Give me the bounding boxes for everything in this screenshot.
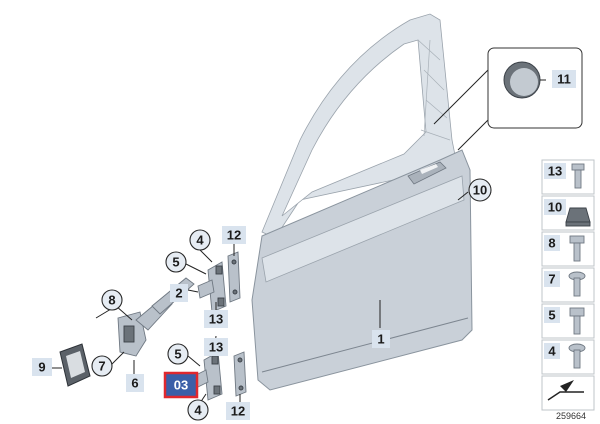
upper-hinge-plate[interactable] [227, 251, 241, 303]
svg-text:7: 7 [548, 272, 555, 287]
callout-13-lower[interactable]: 13 [204, 338, 228, 356]
callout-13-upper[interactable]: 13 [204, 310, 228, 328]
grommet-part[interactable] [503, 61, 541, 99]
callout-5-lower[interactable]: 5 [167, 343, 189, 365]
inset-detail [433, 47, 583, 151]
callout-10[interactable]: 10 [468, 178, 492, 202]
highlighted-callout[interactable]: 03 [163, 371, 199, 399]
svg-text:13: 13 [209, 340, 223, 355]
panel-arrow-icon[interactable] [547, 380, 584, 401]
svg-text:5: 5 [172, 255, 179, 270]
svg-text:9: 9 [38, 360, 45, 375]
svg-text:12: 12 [231, 404, 245, 419]
callout-4-lower[interactable]: 4 [187, 399, 209, 421]
callout-12-lower[interactable]: 12 [226, 402, 250, 420]
svg-text:4: 4 [194, 403, 202, 418]
panel-item-screw-4[interactable]: 4 [544, 343, 586, 369]
svg-text:12: 12 [227, 228, 241, 243]
upper-hinge[interactable] [197, 261, 227, 313]
panel-item-bolt-5[interactable]: 5 [544, 307, 585, 335]
diagram-number: 259664 [556, 411, 586, 421]
callout-12-upper[interactable]: 12 [222, 226, 246, 244]
svg-text:5: 5 [548, 308, 555, 323]
panel-item-nut-10[interactable]: 10 [544, 199, 591, 227]
svg-text:1: 1 [377, 332, 384, 347]
svg-text:10: 10 [548, 200, 562, 215]
svg-text:7: 7 [98, 359, 105, 374]
svg-text:8: 8 [108, 293, 115, 308]
callout-2[interactable]: 2 [170, 284, 188, 302]
panel-item-screw-7[interactable]: 7 [544, 271, 586, 297]
svg-text:4: 4 [196, 233, 204, 248]
svg-text:10: 10 [473, 183, 487, 198]
svg-text:13: 13 [548, 164, 562, 179]
lower-hinge-plate[interactable] [233, 351, 247, 397]
callout-5-upper[interactable]: 5 [165, 251, 187, 273]
callout-8[interactable]: 8 [101, 289, 123, 311]
svg-text:13: 13 [209, 312, 223, 327]
svg-text:2: 2 [175, 286, 182, 301]
callout-7[interactable]: 7 [91, 355, 113, 377]
door-panel[interactable] [251, 13, 473, 391]
svg-text:4: 4 [548, 344, 556, 359]
svg-text:03: 03 [174, 378, 188, 393]
svg-text:6: 6 [131, 376, 138, 391]
callout-9[interactable]: 9 [32, 358, 52, 376]
callout-6[interactable]: 6 [126, 374, 144, 392]
door-check-seal[interactable] [59, 343, 91, 387]
panel-item-bolt-8[interactable]: 8 [544, 235, 585, 262]
callout-4-upper[interactable]: 4 [189, 229, 211, 251]
svg-text:8: 8 [548, 236, 555, 251]
svg-text:5: 5 [174, 347, 181, 362]
callout-11[interactable]: 11 [552, 70, 576, 88]
panel-item-bolt-13[interactable]: 13 [544, 163, 585, 189]
svg-text:11: 11 [557, 72, 571, 87]
callout-1[interactable]: 1 [372, 330, 390, 348]
